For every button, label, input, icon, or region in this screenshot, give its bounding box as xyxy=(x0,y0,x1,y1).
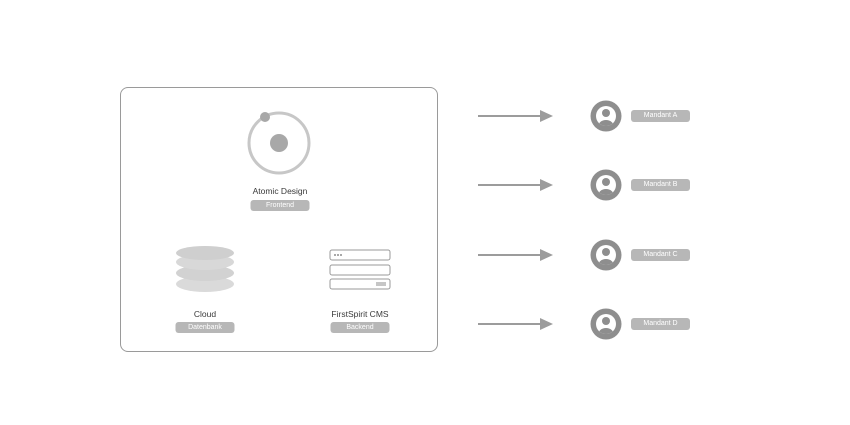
database-tag: Datenbank xyxy=(175,322,235,333)
frontend-title: Atomic Design xyxy=(252,186,308,196)
user-avatar-icon xyxy=(590,239,622,271)
tenant-label-a: Mandant A xyxy=(631,110,690,122)
user-avatar-icon xyxy=(590,169,622,201)
backend-title: FirstSpirit CMS xyxy=(331,309,389,319)
arrow-right-icon xyxy=(478,179,553,191)
database-stack-icon xyxy=(176,246,234,292)
form-fields-icon xyxy=(329,249,391,290)
database-title: Cloud xyxy=(193,309,217,319)
tenant-label-c: Mandant C xyxy=(631,249,690,261)
arrow-right-icon xyxy=(478,110,553,122)
user-avatar-icon xyxy=(590,308,622,340)
atom-icon xyxy=(247,111,311,175)
arrow-right-icon xyxy=(478,318,553,330)
user-avatar-icon xyxy=(590,100,622,132)
tenant-label-d: Mandant D xyxy=(631,318,690,330)
backend-tag: Backend xyxy=(330,322,390,333)
frontend-tag: Frontend xyxy=(250,200,310,211)
arrow-right-icon xyxy=(478,249,553,261)
system-panel xyxy=(120,87,438,352)
tenant-label-b: Mandant B xyxy=(631,179,690,191)
